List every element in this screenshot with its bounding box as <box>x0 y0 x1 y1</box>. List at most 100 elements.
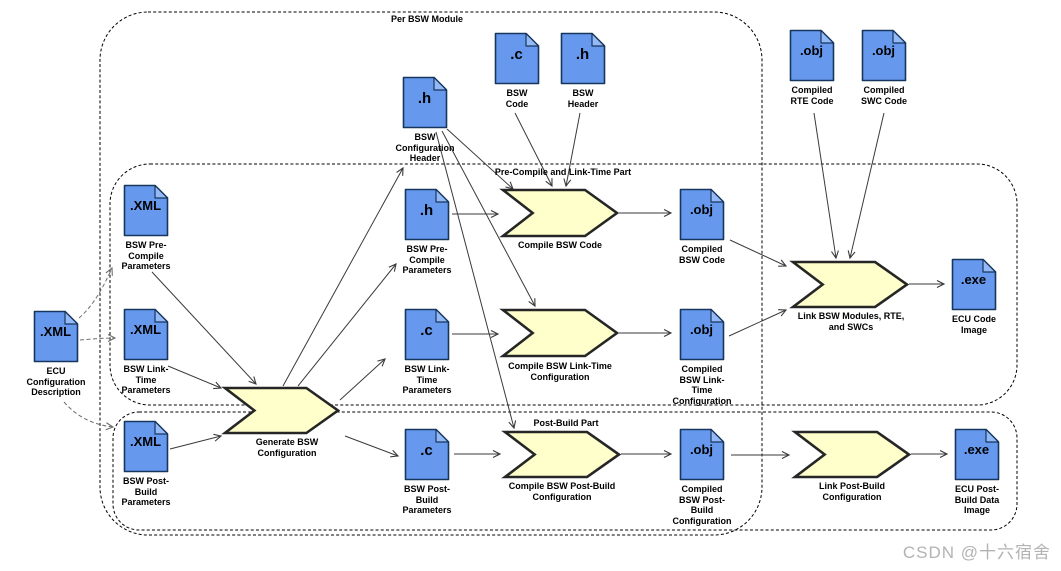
connector-generate-bsw-configuration--bsw-pre-compile-parameters-h <box>297 263 397 387</box>
connector-bsw-configuration-header--compile-bsw-link-time-configuration <box>441 130 536 308</box>
connector-ecu-configuration-description--bsw-pre-compile-parameters-xml <box>78 266 113 319</box>
label-line: Parameters <box>402 265 452 275</box>
group-label-pre-compile-link-time-part: Pre-Compile and Link-Time Part <box>494 167 632 177</box>
file-type-badge: .obj <box>871 43 896 58</box>
label-line: Compile <box>409 254 445 265</box>
label-line: Build <box>690 505 714 515</box>
label-line: Configuration <box>26 376 86 387</box>
folded-corner <box>591 32 606 47</box>
label-line: Configuration <box>257 447 317 458</box>
label-line: Compile BSW Code <box>517 240 602 250</box>
folded-corner <box>525 32 540 47</box>
connector-compiled-bsw-code--link-bsw-modules-rte-swcs <box>729 239 788 267</box>
document-icon <box>679 308 725 361</box>
file-type-badge: .exe <box>963 442 990 457</box>
label-line: Configuration <box>395 142 455 153</box>
file-type-badge: .XML <box>129 198 162 213</box>
label-line: ECU Post- <box>954 484 999 494</box>
document-icon <box>951 258 997 311</box>
folded-corner <box>154 184 169 199</box>
file-node-compiled-bsw-post-build-configuration: .obj <box>679 428 725 481</box>
connector-bsw-configuration-header--compile-bsw-post-build-configuration <box>435 131 517 430</box>
label-line: Configuration <box>672 515 732 526</box>
file-type-badge: .c <box>510 46 523 63</box>
file-node-compiled-bsw-link-time-configuration: .obj <box>679 308 725 361</box>
connector-bsw-link-time-parameters-xml--generate-bsw-configuration <box>167 365 223 390</box>
file-node-ecu-configuration-description: .XML <box>33 310 79 363</box>
folded-corner <box>64 310 79 325</box>
file-type-badge: .c <box>420 322 433 339</box>
label-line: Build Data <box>954 494 1000 505</box>
file-node-bsw-header: .h <box>560 32 606 85</box>
file-type-badge: .h <box>417 90 432 107</box>
process-chevron-link-post-build-configuration <box>791 430 912 479</box>
file-node-bsw-configuration-header: .h <box>402 76 448 129</box>
file-node-bsw-pre-compile-parameters-xml: .XML <box>123 184 169 237</box>
connector-bsw-header--compile-bsw-code <box>563 112 581 188</box>
document-icon <box>679 188 725 241</box>
label-line: Configuration <box>822 491 882 502</box>
label-line: BSW Link- <box>123 364 169 374</box>
watermark: CSDN @十六宿舍 <box>902 543 1051 562</box>
document-icon <box>861 29 907 82</box>
process-label-compile-bsw-code: Compile BSW Code <box>485 240 635 251</box>
file-type-badge: .obj <box>799 43 824 58</box>
file-type-badge: .h <box>575 46 590 63</box>
process-chevron-compile-bsw-link-time-configuration <box>499 308 620 358</box>
file-type-badge: .XML <box>129 434 162 449</box>
folded-corner <box>435 188 450 203</box>
group-label-post-build-part: Post-Build Part <box>533 418 599 428</box>
document-icon <box>404 188 450 241</box>
folded-corner <box>435 308 450 323</box>
file-node-bsw-pre-compile-parameters-h: .h <box>404 188 450 241</box>
file-node-bsw-code: .c <box>494 32 540 85</box>
file-node-compiled-swc-code: .obj <box>861 29 907 82</box>
label-line: Compiled <box>681 364 723 374</box>
label-line: BSW Pre- <box>125 240 167 250</box>
document-icon <box>123 308 169 361</box>
process-chevron-generate-bsw-configuration <box>221 386 341 435</box>
connector-bsw-post-build-parameters-xml--generate-bsw-configuration <box>169 433 223 450</box>
connector-bsw-code--compile-bsw-code <box>514 112 553 188</box>
file-type-badge: .obj <box>689 322 714 337</box>
document-icon <box>954 428 1000 481</box>
file-node-bsw-link-time-parameters-c: .c <box>404 308 450 361</box>
label-line: Link Post-Build <box>819 481 885 491</box>
label-line: Time <box>135 374 157 385</box>
document-icon <box>494 32 540 85</box>
label-line: Time <box>416 374 438 385</box>
process-label-link-bsw-modules-rte-swcs: Link BSW Modules, RTE,and SWCs <box>776 311 926 332</box>
folded-corner <box>985 428 1000 443</box>
connector-ecu-configuration-description--bsw-link-time-parameters-xml <box>79 334 117 342</box>
document-icon <box>402 76 448 129</box>
folded-corner <box>710 308 725 323</box>
folded-corner <box>433 76 448 91</box>
file-node-compiled-rte-code: .obj <box>789 29 835 82</box>
file-node-bsw-link-time-parameters-xml: .XML <box>123 308 169 361</box>
label-line: BSW <box>414 132 436 142</box>
document-icon <box>33 310 79 363</box>
label-line: Compile BSW Post-Build <box>508 481 616 491</box>
label-line: Parameters <box>402 505 452 515</box>
file-node-ecu-code-image: .exe <box>951 258 997 311</box>
document-icon <box>123 420 169 473</box>
connector-generate-bsw-configuration--bsw-post-build-parameters-c <box>344 435 400 458</box>
label-line: Compiled <box>791 85 833 95</box>
label-line: Configuration <box>672 395 732 406</box>
file-type-badge: .h <box>419 202 434 219</box>
label-line: BSW Link- <box>404 364 450 374</box>
folded-corner <box>154 308 169 323</box>
folded-corner <box>435 428 450 443</box>
document-icon <box>560 32 606 85</box>
